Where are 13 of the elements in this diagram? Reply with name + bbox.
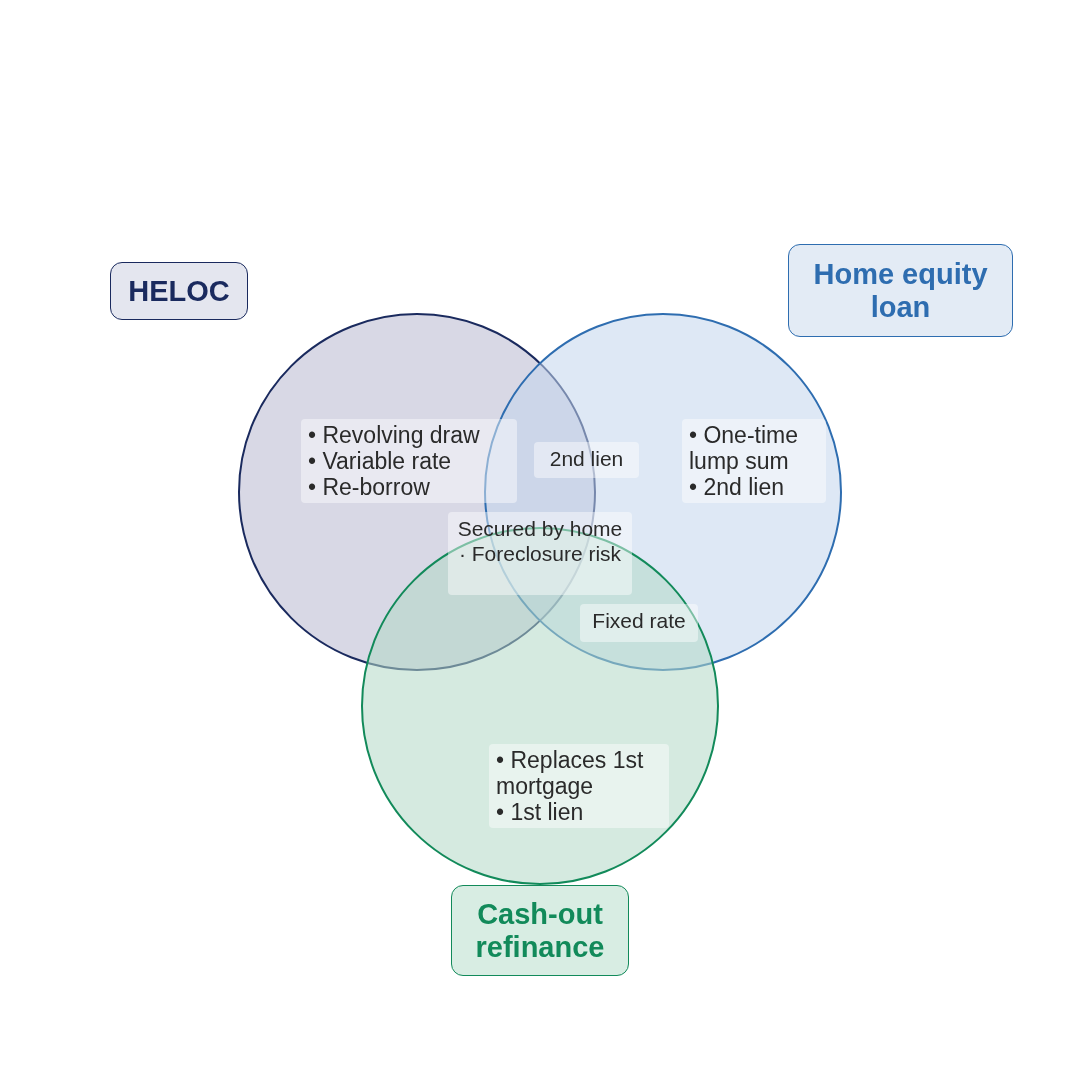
bullet-item: • One-time lump sum (689, 422, 800, 474)
bullet-item: • Replaces 1st mortgage (496, 747, 645, 799)
overlap-label: 2nd lien (534, 442, 639, 478)
set-title: Home equity loan (788, 244, 1013, 337)
set-title: Cash-out refinance (451, 885, 629, 976)
bullet-item: • 1st lien (496, 799, 585, 825)
overlap-label: Secured by home · Foreclosure risk (448, 512, 632, 595)
bullet-item: • Re-borrow (308, 474, 431, 500)
bullet-item: • 2nd lien (689, 474, 785, 500)
overlap-label: Fixed rate (580, 604, 698, 642)
bullet-item: • Revolving draw (308, 422, 481, 448)
bullet-item: • Variable rate (308, 448, 453, 474)
set-title: HELOC (110, 262, 248, 320)
